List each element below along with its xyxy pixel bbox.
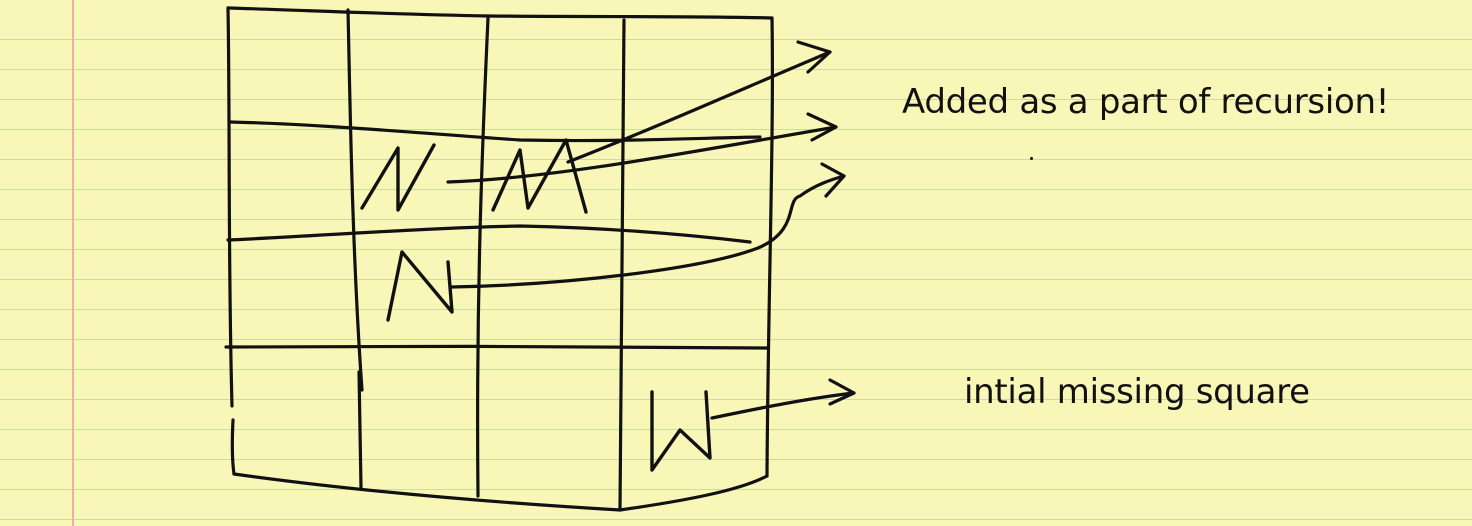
arrow-from-missing-square (710, 391, 856, 420)
grid-top-edge (226, 6, 774, 20)
w-mark-row2-col3 (491, 138, 588, 214)
stray-ink-dot (1030, 157, 1033, 160)
w-mark-row2-col2 (360, 143, 436, 212)
recursion-annotation: Added as a part of recursion! (902, 82, 1390, 122)
grid-col-line-1-lower (357, 370, 363, 490)
grid-col-line-1 (346, 8, 364, 392)
missing-square-annotation: intial missing square (964, 372, 1310, 412)
grid-bottom-edge (232, 472, 769, 512)
grid-row-line-2 (226, 224, 752, 244)
grid-horizontal-lines (224, 120, 770, 350)
arrows (446, 40, 856, 420)
grid-outline (226, 6, 775, 512)
grid-row-line-3 (224, 344, 770, 350)
arrow-head-d (828, 378, 856, 406)
margin-line (72, 0, 74, 526)
arrow-from-tile-a (566, 50, 832, 164)
grid-col-line-3 (618, 18, 626, 512)
w-mark-row3-col2 (386, 250, 454, 322)
arrow-head-b (806, 112, 838, 142)
grid-col-line-2 (476, 16, 490, 498)
grid-vertical-lines (346, 8, 626, 512)
tile-marks (360, 138, 712, 472)
arrow-from-tile-b (446, 125, 838, 184)
w-mark-row4-col4 (650, 390, 712, 472)
arrow-head-c (820, 162, 846, 198)
arrow-from-tile-c (450, 174, 846, 289)
grid-right-edge (765, 16, 775, 478)
grid-row-line-1 (228, 120, 762, 143)
grid-left-edge-lower (230, 418, 236, 476)
arrow-head-a (796, 40, 832, 74)
